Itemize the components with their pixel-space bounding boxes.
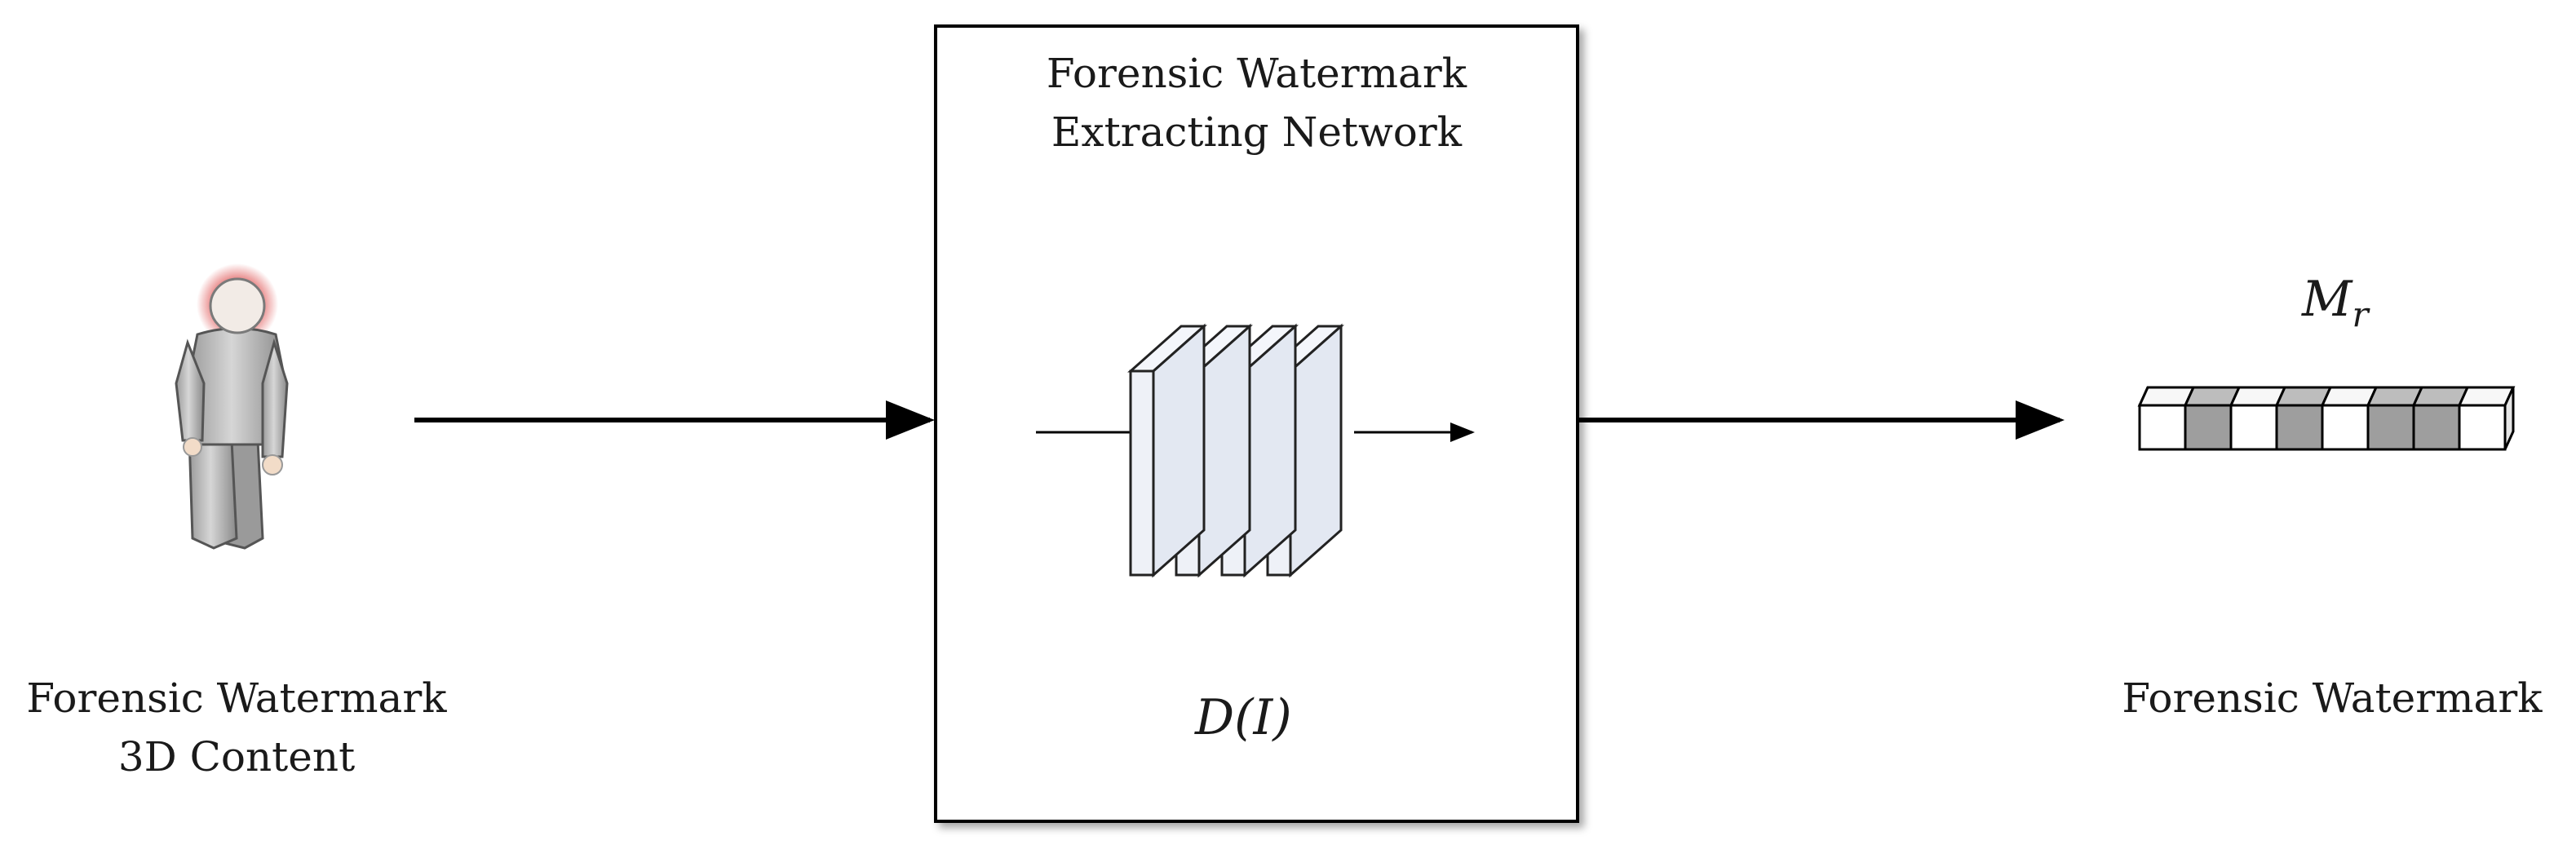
network-function-label: D(I) — [1195, 689, 1292, 746]
bit-cell — [2458, 404, 2507, 451]
input-label-line2: 3D Content — [117, 733, 356, 781]
watermark-bits — [2137, 386, 2516, 451]
person-head — [209, 277, 266, 334]
input-label-line1: Forensic Watermark — [26, 674, 447, 722]
input-label: Forensic Watermark 3D Content — [0, 669, 473, 786]
layer-slab — [1127, 323, 1207, 578]
cnn-layers-icon — [1036, 323, 1344, 578]
bits-side-face — [2503, 387, 2515, 450]
bit-cell — [2138, 404, 2187, 451]
bit-cell — [2366, 404, 2415, 451]
watermark-symbol-subscript: r — [2352, 294, 2369, 334]
network-title: Forensic Watermark Extracting Network — [936, 44, 1578, 161]
person-3d-content-icon — [175, 263, 289, 550]
output-label: Forensic Watermark — [2122, 674, 2543, 722]
bit-cell — [2412, 404, 2461, 451]
bit-cell — [2184, 404, 2233, 451]
bit-cell — [2275, 404, 2324, 451]
watermark-symbol: Mr — [2302, 271, 2369, 334]
network-title-line1: Forensic Watermark — [1046, 50, 1467, 97]
bit-cell — [2321, 404, 2370, 451]
network-title-line2: Extracting Network — [1051, 108, 1463, 156]
watermark-symbol-main: M — [2302, 271, 2352, 328]
bit-cell — [2229, 404, 2278, 451]
